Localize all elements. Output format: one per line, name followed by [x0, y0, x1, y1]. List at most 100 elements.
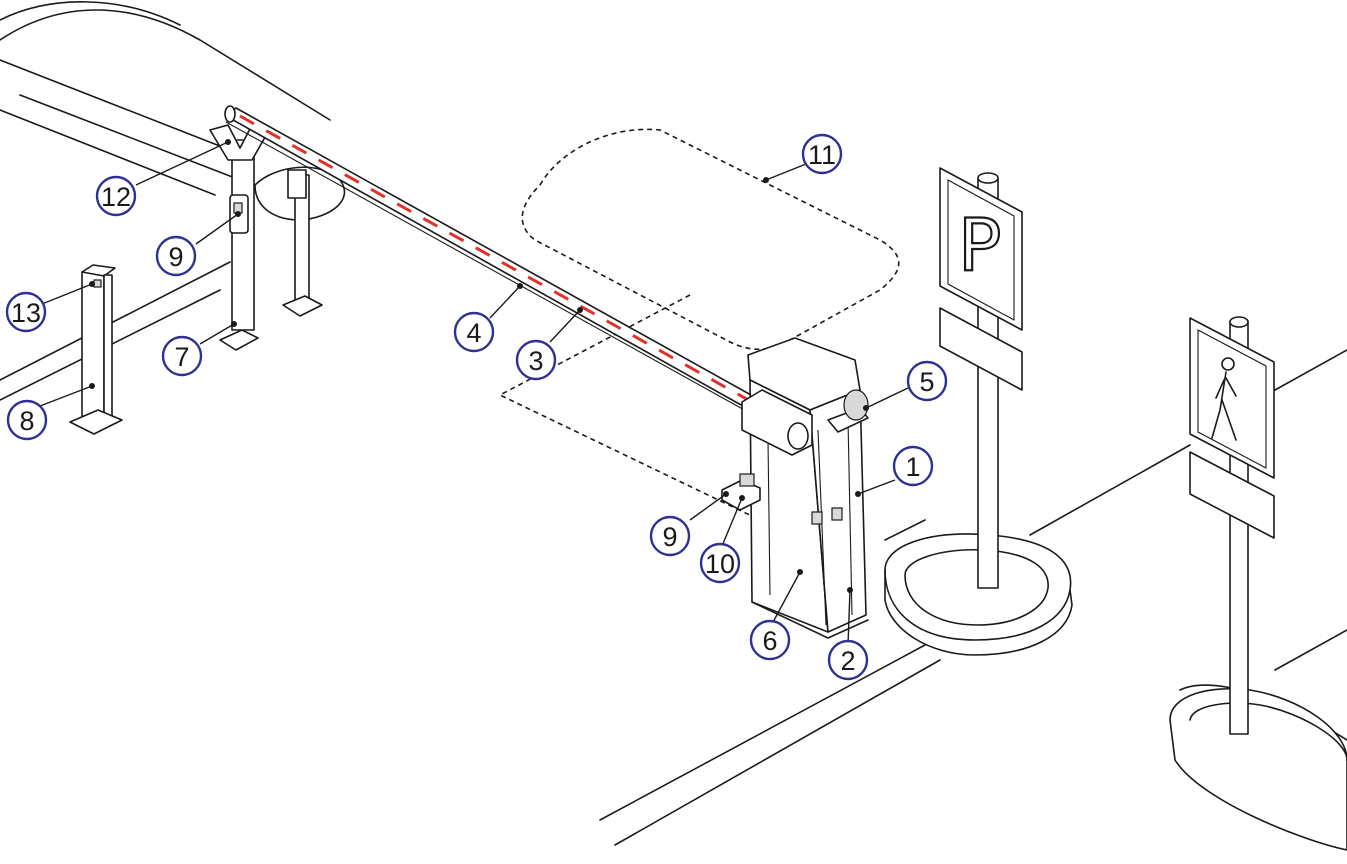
- callout-3: 3: [515, 339, 557, 381]
- leader-9a-dot: [235, 211, 241, 217]
- leader-6-dot: [797, 569, 803, 575]
- callout-2: 2: [827, 639, 869, 681]
- callout-4: 4: [453, 311, 495, 353]
- pedestrian-sign-plate: [1189, 451, 1275, 539]
- boom-reflective-stripe: [239, 114, 753, 404]
- cabinet-panel-line-2: [817, 429, 827, 626]
- parking-sign-board: [939, 167, 1023, 331]
- pedestrian-sign-icon: [1211, 357, 1237, 441]
- leader-9b: [689, 493, 727, 521]
- callout-9b-label: 9: [662, 522, 677, 552]
- leader-7-dot: [231, 321, 237, 327]
- flashing-light: [843, 389, 869, 421]
- right-line-3: [1274, 629, 1347, 671]
- leader-10: [721, 497, 743, 547]
- leader-13: [41, 283, 93, 305]
- leader-8: [39, 385, 93, 407]
- front-curb-1: [599, 644, 926, 821]
- callout-9-column: 9: [155, 235, 197, 277]
- device-13-key: [93, 279, 102, 288]
- lane-line-3: [0, 109, 216, 196]
- pedestrian-sign: [1169, 316, 1347, 851]
- callout-5-label: 5: [919, 367, 934, 397]
- callout-11: 11: [801, 133, 843, 175]
- parking-sign-pole-cap: [977, 172, 999, 184]
- pedestrian-island-inner: [1189, 702, 1347, 761]
- parking-sign-island-inner: [904, 549, 1049, 626]
- lane-line-1: [0, 59, 231, 151]
- column-8: [69, 264, 123, 435]
- column-7-base: [219, 329, 259, 351]
- cabinet-panel-line-3: [847, 419, 853, 616]
- parking-sign-letter: P: [958, 203, 1001, 287]
- front-curb-2: [614, 659, 941, 846]
- leader-lines: [39, 139, 909, 646]
- leader-11: [765, 163, 807, 181]
- column-8-side: [103, 274, 113, 421]
- leader-8-dot: [89, 383, 95, 389]
- pedestrian-head: [1221, 357, 1235, 371]
- road-lines: [0, 1, 1347, 846]
- leader-3: [549, 309, 581, 343]
- leader-3-dot: [577, 307, 583, 313]
- callout-11-label: 11: [808, 140, 836, 170]
- callout-8: 8: [6, 399, 48, 441]
- leader-13-dot: [89, 281, 95, 287]
- parking-sign-island-edge: [884, 569, 1073, 656]
- leader-12: [135, 141, 229, 186]
- callout-2-label: 2: [840, 646, 855, 676]
- boom-tip: [224, 105, 236, 123]
- leader-5: [865, 387, 909, 409]
- leader-1-dot: [855, 491, 861, 497]
- right-line-2: [1274, 349, 1347, 391]
- column-8-top: [81, 264, 116, 277]
- boom-holder-cap: [787, 422, 809, 450]
- callout-5: 5: [906, 360, 948, 402]
- pedestrian-sign-board: [1189, 317, 1275, 479]
- back-island: [254, 166, 346, 221]
- callout-4-label: 4: [466, 318, 481, 348]
- callout-7-label: 7: [174, 342, 189, 372]
- callout-12-label: 12: [101, 182, 131, 212]
- callout-6-label: 6: [762, 626, 777, 656]
- parking-sign-plate: [939, 307, 1023, 391]
- callout-13: 13: [5, 291, 47, 333]
- barrier-cabinet: [741, 337, 869, 639]
- pedestrian-body: [1211, 371, 1237, 441]
- leader-2: [847, 589, 851, 646]
- callout-1-label: 1: [905, 452, 920, 482]
- pedestrian-sign-island: [1169, 687, 1347, 851]
- curb-top-outer: [0, 9, 331, 121]
- leader-7: [199, 323, 235, 345]
- leader-6: [771, 571, 801, 625]
- cabinet-lock-2: [831, 507, 843, 521]
- fork-rest-column: [209, 124, 269, 351]
- callout-6: 6: [749, 619, 791, 661]
- loop-detector-area: [521, 128, 900, 351]
- leader-4-dot: [517, 283, 523, 289]
- callout-9a-label: 9: [168, 242, 183, 272]
- cabinet-photocell: [721, 473, 761, 511]
- lane-line-4: [0, 261, 231, 381]
- cabinet-panel-line-1: [767, 439, 771, 596]
- leader-4: [489, 285, 521, 319]
- boom-arm: [224, 105, 761, 413]
- curb-stub: [884, 519, 926, 541]
- callout-1: 1: [892, 445, 934, 487]
- callout-8-label: 8: [19, 406, 34, 436]
- parking-sign-board-border: [947, 179, 1015, 321]
- callout-10: 10: [699, 542, 741, 584]
- pedestrian-sign-pole-cap: [1229, 316, 1249, 328]
- callout-10-label: 10: [705, 549, 735, 579]
- callout-3-label: 3: [528, 346, 543, 376]
- leader-9a: [195, 213, 239, 245]
- rear-post-head: [287, 169, 307, 199]
- column-8-body: [81, 271, 105, 423]
- rear-post-base: [282, 295, 323, 317]
- right-line-1: [1029, 444, 1191, 536]
- leader-2-dot: [847, 587, 853, 593]
- leader-11-dot: [763, 177, 769, 183]
- callout-7: 7: [161, 335, 203, 377]
- callout-9-cabinet: 9: [649, 515, 691, 557]
